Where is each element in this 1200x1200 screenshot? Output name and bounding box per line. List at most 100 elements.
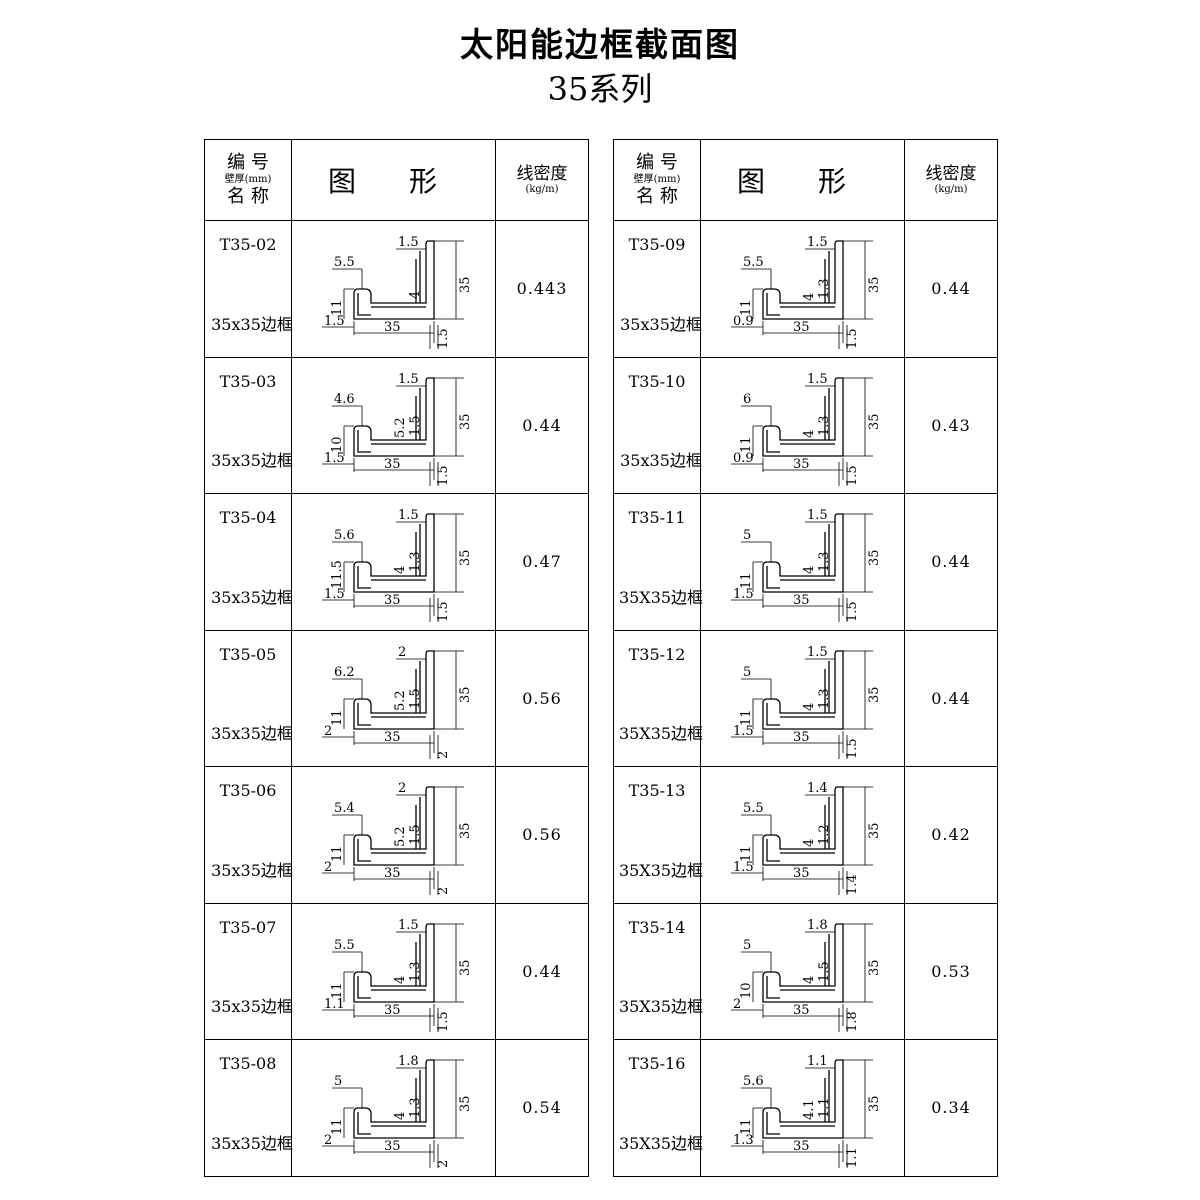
dim-bottom-right: 1.5 <box>436 328 451 349</box>
profile-section-drawing: 1.5 5.5 4 35 11 1.5 35 1.5 <box>322 235 473 349</box>
dim-top-thickness: 1.8 <box>807 918 828 933</box>
dim-left-height: 11 <box>739 572 754 589</box>
dim-top-thickness: 1.5 <box>807 645 828 660</box>
profile-web-lines <box>824 933 830 986</box>
profile-figure-cell: 1.5 5 4 1.3 35 11 1.5 35 1.5 <box>700 493 905 631</box>
profile-code: T35-02 <box>219 235 277 254</box>
dim-width: 35 <box>384 730 401 745</box>
dimension-lines <box>731 786 873 895</box>
code-cell: T35-11 35X35边框 <box>613 493 703 631</box>
dim-vertical-height: 35 <box>458 686 473 703</box>
profile-name: 35x35边框 <box>211 860 293 880</box>
profile-outline <box>762 513 844 593</box>
dim-lip-width: 4.6 <box>334 392 355 407</box>
dim-inner-a: 5.2 <box>393 690 408 711</box>
density-value: 0.56 <box>495 629 589 767</box>
dim-top-thickness: 1.5 <box>398 372 419 387</box>
header-density-label: 线密度 <box>925 163 977 184</box>
dim-left-height: 11 <box>739 709 754 726</box>
dim-inner-b: 1.3 <box>817 415 832 436</box>
profile-inner-flange <box>766 1112 835 1135</box>
profile-code: T35-09 <box>628 235 686 254</box>
dim-inner-b: 1.5 <box>408 824 423 845</box>
dim-inner-a: 4 <box>802 429 817 437</box>
table-row: T35-07 35x35边框 1.5 5.5 4 1.3 35 11 1.1 <box>204 902 589 1040</box>
page-title: 太阳能边框截面图 <box>460 25 740 64</box>
profile-outline <box>353 922 435 1003</box>
profile-inner-flange <box>766 566 835 589</box>
dim-bottom-right: 1.5 <box>845 738 860 759</box>
dim-inner-a: 4 <box>393 566 408 574</box>
dimension-lines <box>322 650 464 759</box>
table-row: T35-16 35X35边框 1.1 5.6 4.1 1.1 35 11 1.3 <box>613 1039 998 1177</box>
dim-inner-a: 4 <box>802 839 817 847</box>
profile-web-lines <box>415 933 421 986</box>
profile-web-lines <box>824 387 830 440</box>
profile-code: T35-04 <box>219 508 277 527</box>
density-value: 0.47 <box>495 493 589 631</box>
dim-top-thickness: 2 <box>398 645 406 660</box>
dim-left-height: 11 <box>739 436 754 453</box>
profile-name: 35x35边框 <box>211 314 293 334</box>
table-row: T35-08 35x35边框 1.8 5 4 1.3 35 11 2 <box>204 1039 589 1177</box>
profile-figure-cell: 1.8 5 4 1.5 35 10 2 35 1.8 <box>700 902 905 1040</box>
header-code-label: 编 号 <box>636 152 678 174</box>
profile-code: T35-12 <box>628 644 686 664</box>
profile-inner-flange <box>357 429 426 453</box>
dim-lip-width: 5 <box>743 938 751 953</box>
dim-bottom-right: 1.4 <box>845 874 860 895</box>
profile-section-drawing: 2 6.2 5.2 1.5 35 11 2 35 2 <box>322 645 473 759</box>
dim-width: 35 <box>384 1003 401 1018</box>
dim-lip-width: 5 <box>743 665 751 680</box>
dim-width: 35 <box>793 1139 810 1154</box>
profile-web-lines <box>824 660 830 713</box>
dim-inner-b: 1.3 <box>817 688 832 709</box>
profile-figure-cell: 1.5 6 4 1.3 35 11 0.9 35 1.5 <box>700 356 905 494</box>
profile-name: 35x35边框 <box>211 1133 293 1153</box>
profile-section-drawing: 1.8 5 4 1.3 35 11 2 35 2 <box>322 1054 473 1168</box>
dim-inner-b: 1.5 <box>408 415 423 436</box>
dim-left-height: 11 <box>330 709 345 726</box>
dim-vertical-height: 35 <box>867 822 882 839</box>
dim-lip-width: 5.5 <box>743 801 764 816</box>
dim-lip-width: 5.6 <box>334 528 355 543</box>
dim-width: 35 <box>793 320 810 335</box>
profile-outline <box>762 649 844 730</box>
profile-figure-cell: 1.8 5 4 1.3 35 11 2 35 2 <box>291 1039 496 1177</box>
dim-bottom-left: 1.3 <box>733 1133 754 1148</box>
dim-vertical-height: 35 <box>458 1095 473 1112</box>
header-name-label: 名 称 <box>636 186 678 207</box>
table-row: T35-11 35X35边框 1.5 5 4 1.3 35 11 1.5 <box>613 493 998 631</box>
profile-outline <box>353 240 435 320</box>
dim-inner-a: 4 <box>393 975 408 983</box>
dim-lip-width: 5.5 <box>334 255 355 270</box>
profile-outline <box>762 240 844 320</box>
dim-bottom-left: 0.9 <box>733 451 754 466</box>
dim-bottom-left: 2 <box>324 1133 332 1148</box>
code-cell: T35-10 35x35边框 <box>613 356 702 494</box>
dim-vertical-height: 35 <box>867 959 882 976</box>
profile-inner-flange <box>766 702 835 726</box>
profile-name: 35x35边框 <box>211 997 293 1016</box>
header-shape-label: 图 形 <box>700 139 905 221</box>
profile-code: T35-07 <box>219 917 277 937</box>
dim-vertical-height: 35 <box>458 822 473 839</box>
profile-inner-flange <box>766 429 835 453</box>
dim-left-height: 11 <box>330 1118 345 1135</box>
profile-web-lines <box>415 797 421 849</box>
profile-name: 35x35边框 <box>211 451 293 470</box>
profile-code: T35-05 <box>219 644 277 664</box>
profile-inner-flange <box>766 975 835 999</box>
table-row: T35-04 35x35边框 1.5 5.6 4 1.3 35 11.5 1.5 <box>204 493 589 631</box>
dim-bottom-left: 2 <box>324 724 332 739</box>
dim-bottom-right: 1.5 <box>436 465 451 486</box>
density-value: 0.44 <box>904 220 998 358</box>
profile-web-lines <box>415 251 421 303</box>
profile-name: 35X35边框 <box>618 587 704 607</box>
page-subtitle: 35系列 <box>547 70 653 108</box>
dim-bottom-right: 1.5 <box>436 1011 451 1032</box>
dim-lip-width: 5.4 <box>334 801 355 816</box>
profile-section-drawing: 1.1 5.6 4.1 1.1 35 11 1.3 35 1.1 <box>731 1054 882 1168</box>
spec-table-left: 编 号 壁厚(mm) 名 称 图 形 线密度 (kg/m) T35-02 35x… <box>204 139 589 1177</box>
profile-web-lines <box>415 1070 421 1122</box>
